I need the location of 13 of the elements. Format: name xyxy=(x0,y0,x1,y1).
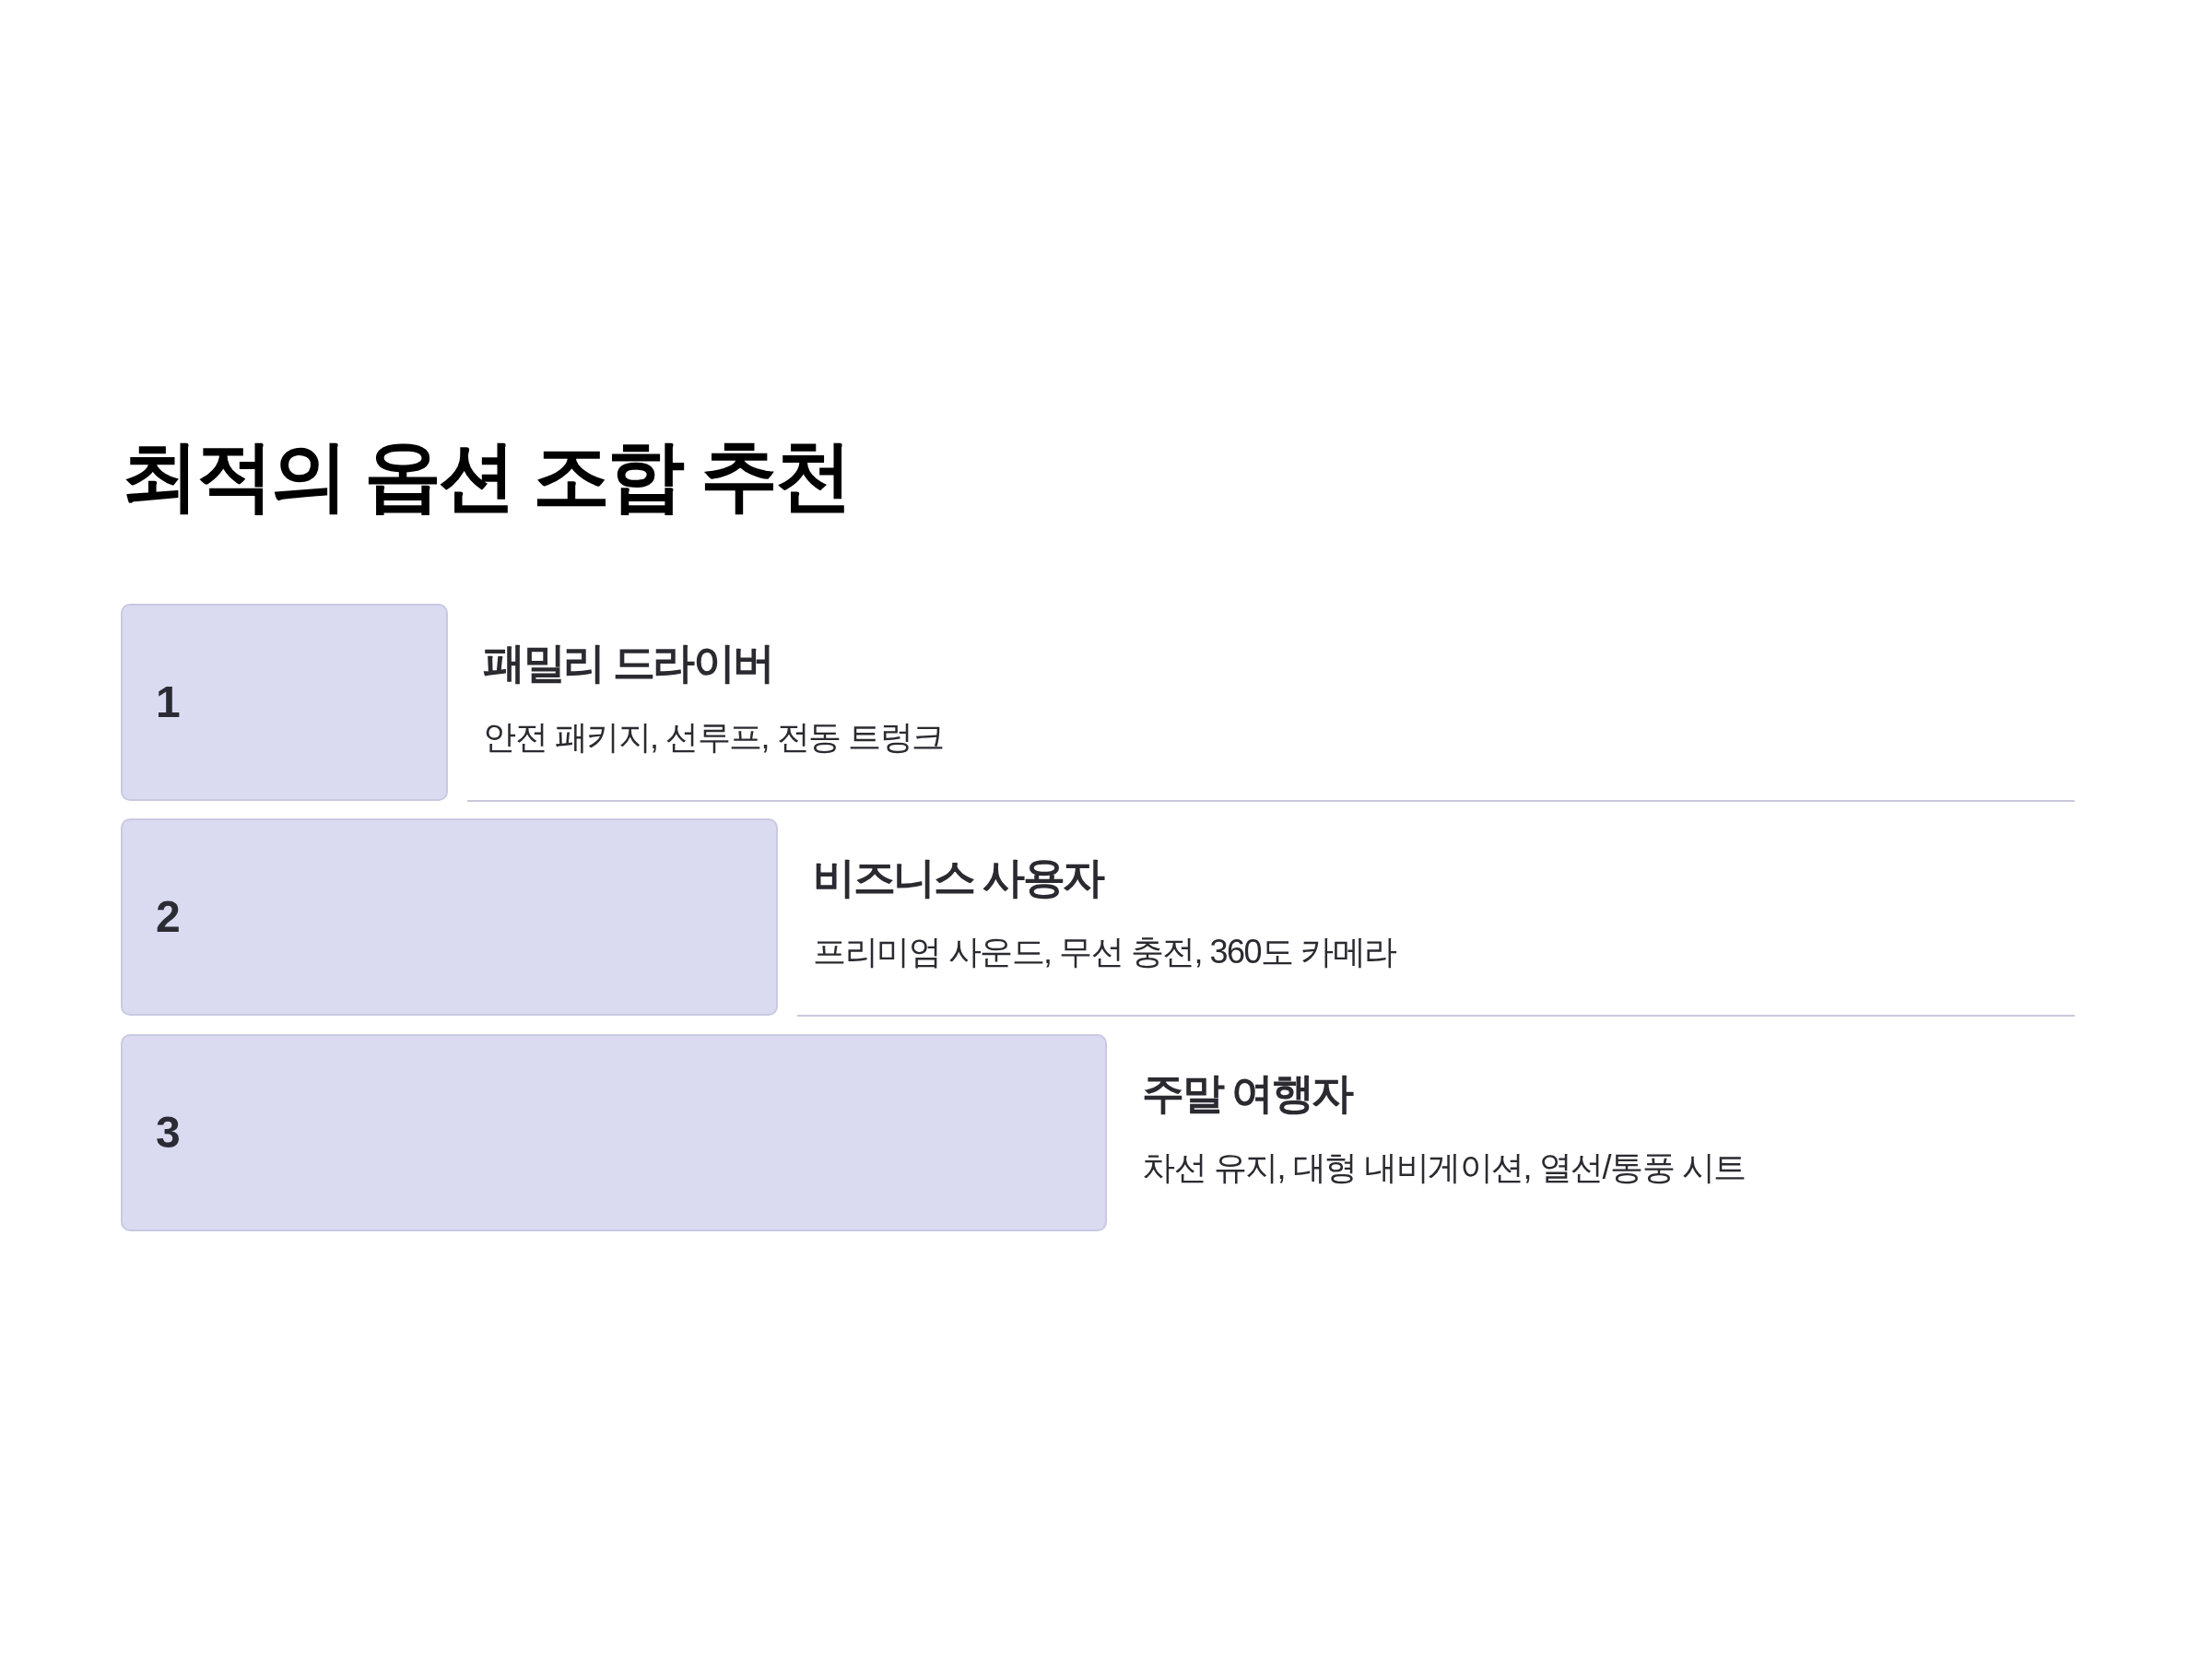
persona-heading: 주말 여행자 xyxy=(1142,1068,1352,1119)
option-list: 차선 유지, 대형 내비게이션, 열선/통풍 시트 xyxy=(1142,1147,1746,1188)
rank-bar xyxy=(121,1034,1107,1231)
rank-number: 3 xyxy=(156,1108,181,1158)
slide-title: 최적의 옵션 조합 추천 xyxy=(122,431,850,521)
rank-number: 2 xyxy=(156,892,181,942)
rank-bar xyxy=(121,604,448,801)
rank-bar xyxy=(121,818,778,1016)
option-list: 안전 패키지, 선루프, 전동 트렁크 xyxy=(483,717,944,758)
persona-heading: 패밀리 드라이버 xyxy=(483,638,773,688)
persona-heading: 비즈니스 사용자 xyxy=(813,853,1103,903)
option-list: 프리미엄 사운드, 무선 충전, 360도 카메라 xyxy=(813,932,1396,972)
rank-number: 1 xyxy=(156,677,181,727)
